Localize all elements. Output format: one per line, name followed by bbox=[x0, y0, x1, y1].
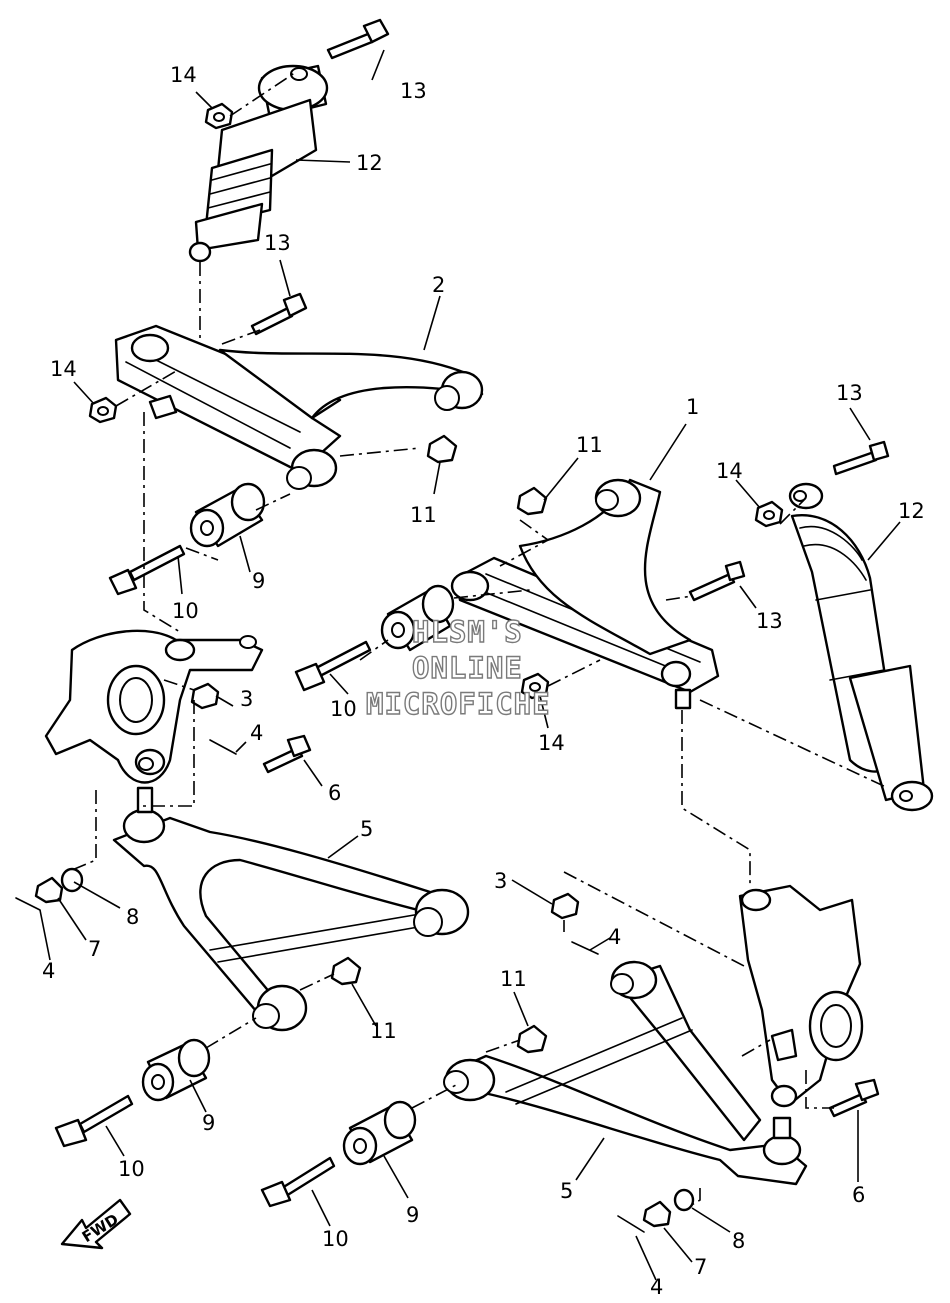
nut-14-left-shock bbox=[204, 102, 234, 130]
cotter-pin-4-left-upper bbox=[209, 739, 237, 755]
callout-7: 7 bbox=[88, 937, 101, 961]
bolt-6-right bbox=[828, 1078, 880, 1118]
callout-11: 11 bbox=[500, 967, 527, 991]
left-shock-absorber bbox=[188, 64, 329, 263]
callout-9: 9 bbox=[252, 569, 265, 593]
callout-2: 2 bbox=[432, 273, 445, 297]
forward-direction-arrow: FWD bbox=[60, 1198, 132, 1250]
bolt-10-upper-right bbox=[294, 640, 372, 692]
left-steering-knuckle bbox=[44, 629, 264, 784]
bolt-10-lower-right bbox=[260, 1156, 336, 1208]
bushing-lower-right bbox=[342, 1100, 417, 1166]
nut-11-left-upper bbox=[426, 434, 458, 464]
callout-9: 9 bbox=[406, 1203, 419, 1227]
right-shock-absorber bbox=[788, 482, 934, 812]
callout-14: 14 bbox=[170, 63, 197, 87]
bushing-upper-right bbox=[380, 584, 455, 652]
callout-6: 6 bbox=[328, 781, 341, 805]
nut-14-right-shock bbox=[754, 500, 784, 528]
right-steering-knuckle bbox=[738, 884, 864, 1108]
callout-6: 6 bbox=[852, 1183, 865, 1207]
left-upper-arm bbox=[114, 324, 484, 490]
cotter-pin-4-right-upper bbox=[571, 941, 599, 955]
watermark-line-3: MICROFICHE bbox=[366, 687, 551, 721]
bushing-upper-left bbox=[189, 482, 266, 548]
nut-11-left-lower bbox=[330, 956, 362, 986]
leader-lines bbox=[39, 49, 901, 1281]
callout-8: 8 bbox=[126, 905, 139, 929]
nut-11-right-upper bbox=[516, 486, 548, 516]
assembly-lines bbox=[71, 71, 889, 1207]
nut-3-right bbox=[550, 892, 580, 920]
bolt-10-upper-left bbox=[108, 544, 186, 596]
callout-13: 13 bbox=[836, 381, 863, 405]
watermark-line-2: ONLINE bbox=[412, 651, 523, 685]
watermark: HLSM'S ONLINE MICROFICHE bbox=[365, 614, 551, 721]
cotter-pin-4-right-lower bbox=[617, 1215, 645, 1233]
callout-5: 5 bbox=[360, 817, 373, 841]
callout-9: 9 bbox=[202, 1111, 215, 1135]
callout-10: 10 bbox=[322, 1227, 349, 1251]
callout-3: 3 bbox=[240, 687, 253, 711]
callout-11: 11 bbox=[576, 433, 603, 457]
callout-7: 7 bbox=[694, 1255, 707, 1279]
callout-10: 10 bbox=[330, 697, 357, 721]
bolt-13-top-shock bbox=[326, 18, 390, 60]
callout-10: 10 bbox=[172, 599, 199, 623]
nut-14-right-arm bbox=[520, 672, 550, 700]
nut-14-left-arm bbox=[88, 396, 118, 424]
callout-4: 4 bbox=[608, 925, 621, 949]
callout-3: 3 bbox=[494, 869, 507, 893]
callout-14: 14 bbox=[716, 459, 743, 483]
nut-7-right bbox=[642, 1200, 672, 1228]
callout-12: 12 bbox=[898, 499, 925, 523]
callout-13: 13 bbox=[756, 609, 783, 633]
right-lower-arm bbox=[443, 960, 808, 1186]
callout-4: 4 bbox=[42, 959, 55, 983]
callout-8: 8 bbox=[732, 1229, 745, 1253]
callout-13: 13 bbox=[400, 79, 427, 103]
watermark-line-1: HLSM'S bbox=[412, 615, 523, 649]
bolt-13-right-shock-mid bbox=[688, 560, 746, 602]
callout-5: 5 bbox=[560, 1179, 573, 1203]
left-lower-arm bbox=[112, 786, 470, 1032]
washer-8-right bbox=[673, 1188, 695, 1212]
bolt-13-right-shock-top bbox=[832, 440, 890, 476]
callout-12: 12 bbox=[356, 151, 383, 175]
nut-11-right-lower bbox=[516, 1024, 548, 1054]
bolt-13-upper-arm bbox=[250, 292, 308, 336]
bolt-10-lower-left bbox=[54, 1094, 134, 1148]
bolt-6-left bbox=[262, 734, 312, 774]
nut-3-left bbox=[190, 682, 220, 710]
callout-11: 11 bbox=[370, 1019, 397, 1043]
callout-14: 14 bbox=[50, 357, 77, 381]
callout-4: 4 bbox=[250, 721, 263, 745]
callout-11: 11 bbox=[410, 503, 437, 527]
callout-10: 10 bbox=[118, 1157, 145, 1181]
bushing-lower-left bbox=[141, 1038, 211, 1102]
callout-4: 4 bbox=[650, 1275, 663, 1299]
cotter-pin-4-left-lower bbox=[15, 897, 41, 911]
callout-14: 14 bbox=[538, 731, 565, 755]
callout-numbers: 13 14 12 13 2 14 11 9 10 3 4 6 5 8 7 4 1… bbox=[42, 63, 925, 1299]
washer-8-left bbox=[60, 867, 84, 893]
callout-1: 1 bbox=[686, 395, 699, 419]
callout-13: 13 bbox=[264, 231, 291, 255]
